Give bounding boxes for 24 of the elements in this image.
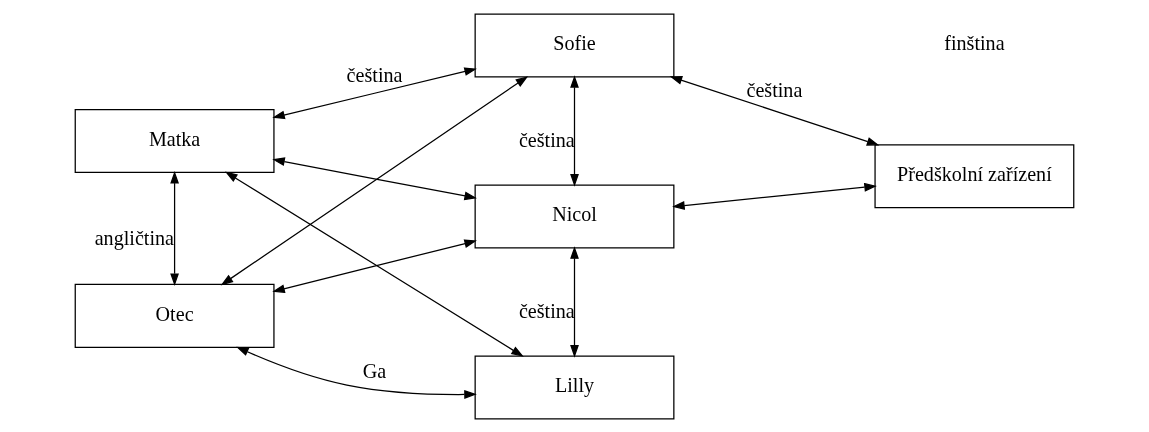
edge-label: Ga (362, 359, 387, 382)
arrow (669, 75, 880, 146)
node-box: Sofie (474, 12, 675, 78)
arrow (220, 75, 529, 285)
node-box: Lilly (474, 354, 675, 420)
node-box: Předškolní zařízení (874, 143, 1075, 208)
arrow (224, 171, 524, 357)
edge-label: čeština (518, 128, 575, 151)
node-box: Nicol (474, 183, 675, 249)
edge-label: čeština (346, 63, 403, 86)
node-box: Otec (74, 283, 275, 348)
edge-label: čeština (746, 78, 803, 101)
arrow (272, 66, 477, 119)
node-box: Matka (74, 108, 275, 173)
edge-label: čeština (518, 299, 575, 322)
arrow (170, 170, 179, 286)
arrow (570, 74, 579, 187)
arrow (272, 156, 477, 200)
arrow (236, 346, 477, 399)
arrow (272, 238, 477, 293)
arrow (672, 182, 877, 210)
edge-label: angličtina (94, 226, 174, 249)
label: finština (944, 31, 1005, 54)
arrow (570, 245, 579, 358)
